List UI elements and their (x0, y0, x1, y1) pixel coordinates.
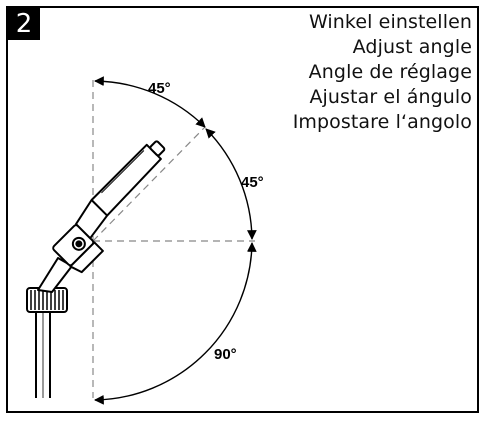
diagonal-guide-line (92, 126, 206, 242)
step-number-badge: 2 (8, 8, 40, 40)
instruction-label-en: Adjust angle (352, 36, 472, 58)
angle-label-middle: 45° (241, 174, 264, 191)
instruction-label-it: Impostare l‘angolo (292, 111, 472, 133)
arc-top-45 (94, 76, 206, 128)
instruction-label-fr: Angle de réglage (308, 61, 472, 83)
angle-label-bottom: 90° (214, 346, 237, 363)
instruction-label-es: Ajustar el ángulo (309, 86, 472, 108)
arc-middle-45 (205, 128, 257, 240)
instruction-label-de: Winkel einstellen (308, 11, 472, 33)
instruction-labels: Winkel einstellen Adjust angle Angle de … (293, 10, 472, 135)
diagram-frame (6, 6, 479, 413)
lamp-head (37, 140, 166, 293)
arc-bottom-90 (94, 242, 257, 405)
stand-post (35, 310, 51, 398)
angle-label-top: 45° (148, 80, 171, 97)
